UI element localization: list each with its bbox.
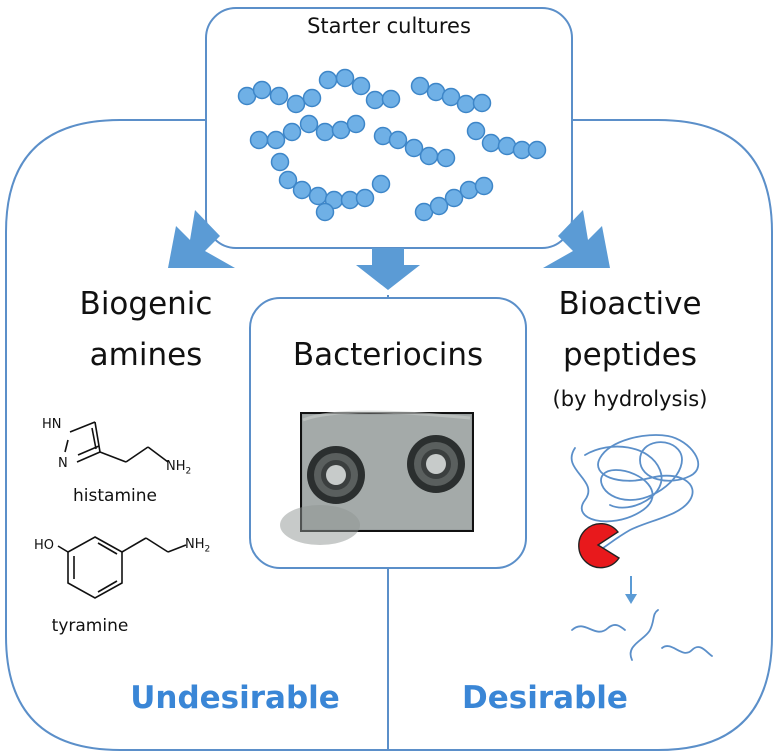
- coccus-cell: [441, 87, 461, 107]
- starter-cultures-title: Starter cultures: [307, 14, 471, 38]
- coccus-cell: [315, 122, 335, 142]
- coccus-cell: [286, 94, 306, 114]
- tyramine-name: tyramine: [51, 616, 129, 636]
- coccus-cell: [472, 93, 492, 113]
- coccus-cell: [278, 170, 298, 190]
- histamine-name: histamine: [73, 486, 157, 506]
- coccus-cell: [456, 94, 476, 114]
- coccus-cell: [299, 114, 319, 134]
- coccus-cell: [404, 138, 424, 158]
- coccus-cell: [466, 121, 486, 141]
- biogenic-amines-title-line2: amines: [89, 337, 203, 373]
- coccus-cell: [481, 133, 501, 153]
- coccus-cell: [282, 122, 302, 142]
- biogenic-amines-title-line1: Biogenic: [79, 286, 213, 322]
- coccus-cell: [474, 176, 494, 196]
- tyramine-atom-ho: HO: [34, 538, 55, 553]
- arrow-left: [168, 210, 235, 268]
- coccus-cell: [302, 88, 322, 108]
- coccus-cell: [497, 136, 517, 156]
- coccus-cell: [419, 146, 439, 166]
- coccus-cell: [340, 190, 360, 210]
- coccus-cell: [429, 196, 449, 216]
- protease-enzyme-icon: [578, 522, 620, 569]
- coccus-cell: [527, 140, 547, 160]
- histamine-atom-nh: HN: [42, 417, 62, 432]
- coccus-cell: [388, 130, 408, 150]
- bacteriocins-title: Bacteriocins: [292, 337, 484, 373]
- coccus-cell: [373, 126, 393, 146]
- coccus-cell: [266, 130, 286, 150]
- coccus-cell: [308, 186, 328, 206]
- coccus-cell: [459, 180, 479, 200]
- coccus-cell: [249, 130, 269, 150]
- bioactive-peptides-title-line1: Bioactive: [558, 286, 702, 322]
- coccus-cell: [371, 174, 391, 194]
- histamine-structure: [64, 421, 169, 463]
- coccus-cell: [292, 180, 312, 200]
- coccus-cell: [315, 202, 335, 222]
- coccus-cell: [270, 152, 290, 172]
- coccus-cell: [444, 188, 464, 208]
- coccus-cell: [269, 86, 289, 106]
- histamine-atom-n: N: [58, 456, 68, 471]
- peptide-fragments: [571, 609, 713, 661]
- starter-cultures-box: [205, 7, 573, 249]
- coccus-cell: [355, 188, 375, 208]
- arrow-center: [356, 248, 420, 290]
- coccus-cell: [365, 90, 385, 110]
- coccus-cell: [252, 80, 272, 100]
- coccus-cell: [346, 114, 366, 134]
- coccus-cell: [318, 70, 338, 90]
- coccus-cell: [410, 76, 430, 96]
- hydrolysis-arrow-icon: [625, 576, 637, 604]
- cocci-chains: [237, 68, 547, 222]
- desirable-label: Desirable: [462, 680, 628, 716]
- coccus-cell: [381, 89, 401, 109]
- tyramine-atom-nh2: NH2: [185, 537, 211, 555]
- bioactive-peptides-title-line2: peptides: [562, 337, 698, 373]
- peptide-chain: [570, 434, 699, 551]
- tyramine-structure: [57, 536, 187, 599]
- coccus-cell: [351, 76, 371, 96]
- histamine-atom-nh2: NH2: [166, 459, 192, 477]
- arrow-right: [543, 210, 610, 268]
- coccus-cell: [335, 68, 355, 88]
- hydrolysis-note: (by hydrolysis): [552, 387, 708, 411]
- undesirable-label: Undesirable: [130, 680, 340, 716]
- bacteriocin-plate-photo: [280, 410, 474, 545]
- coccus-cell: [436, 148, 456, 168]
- outer-frame: [5, 119, 773, 751]
